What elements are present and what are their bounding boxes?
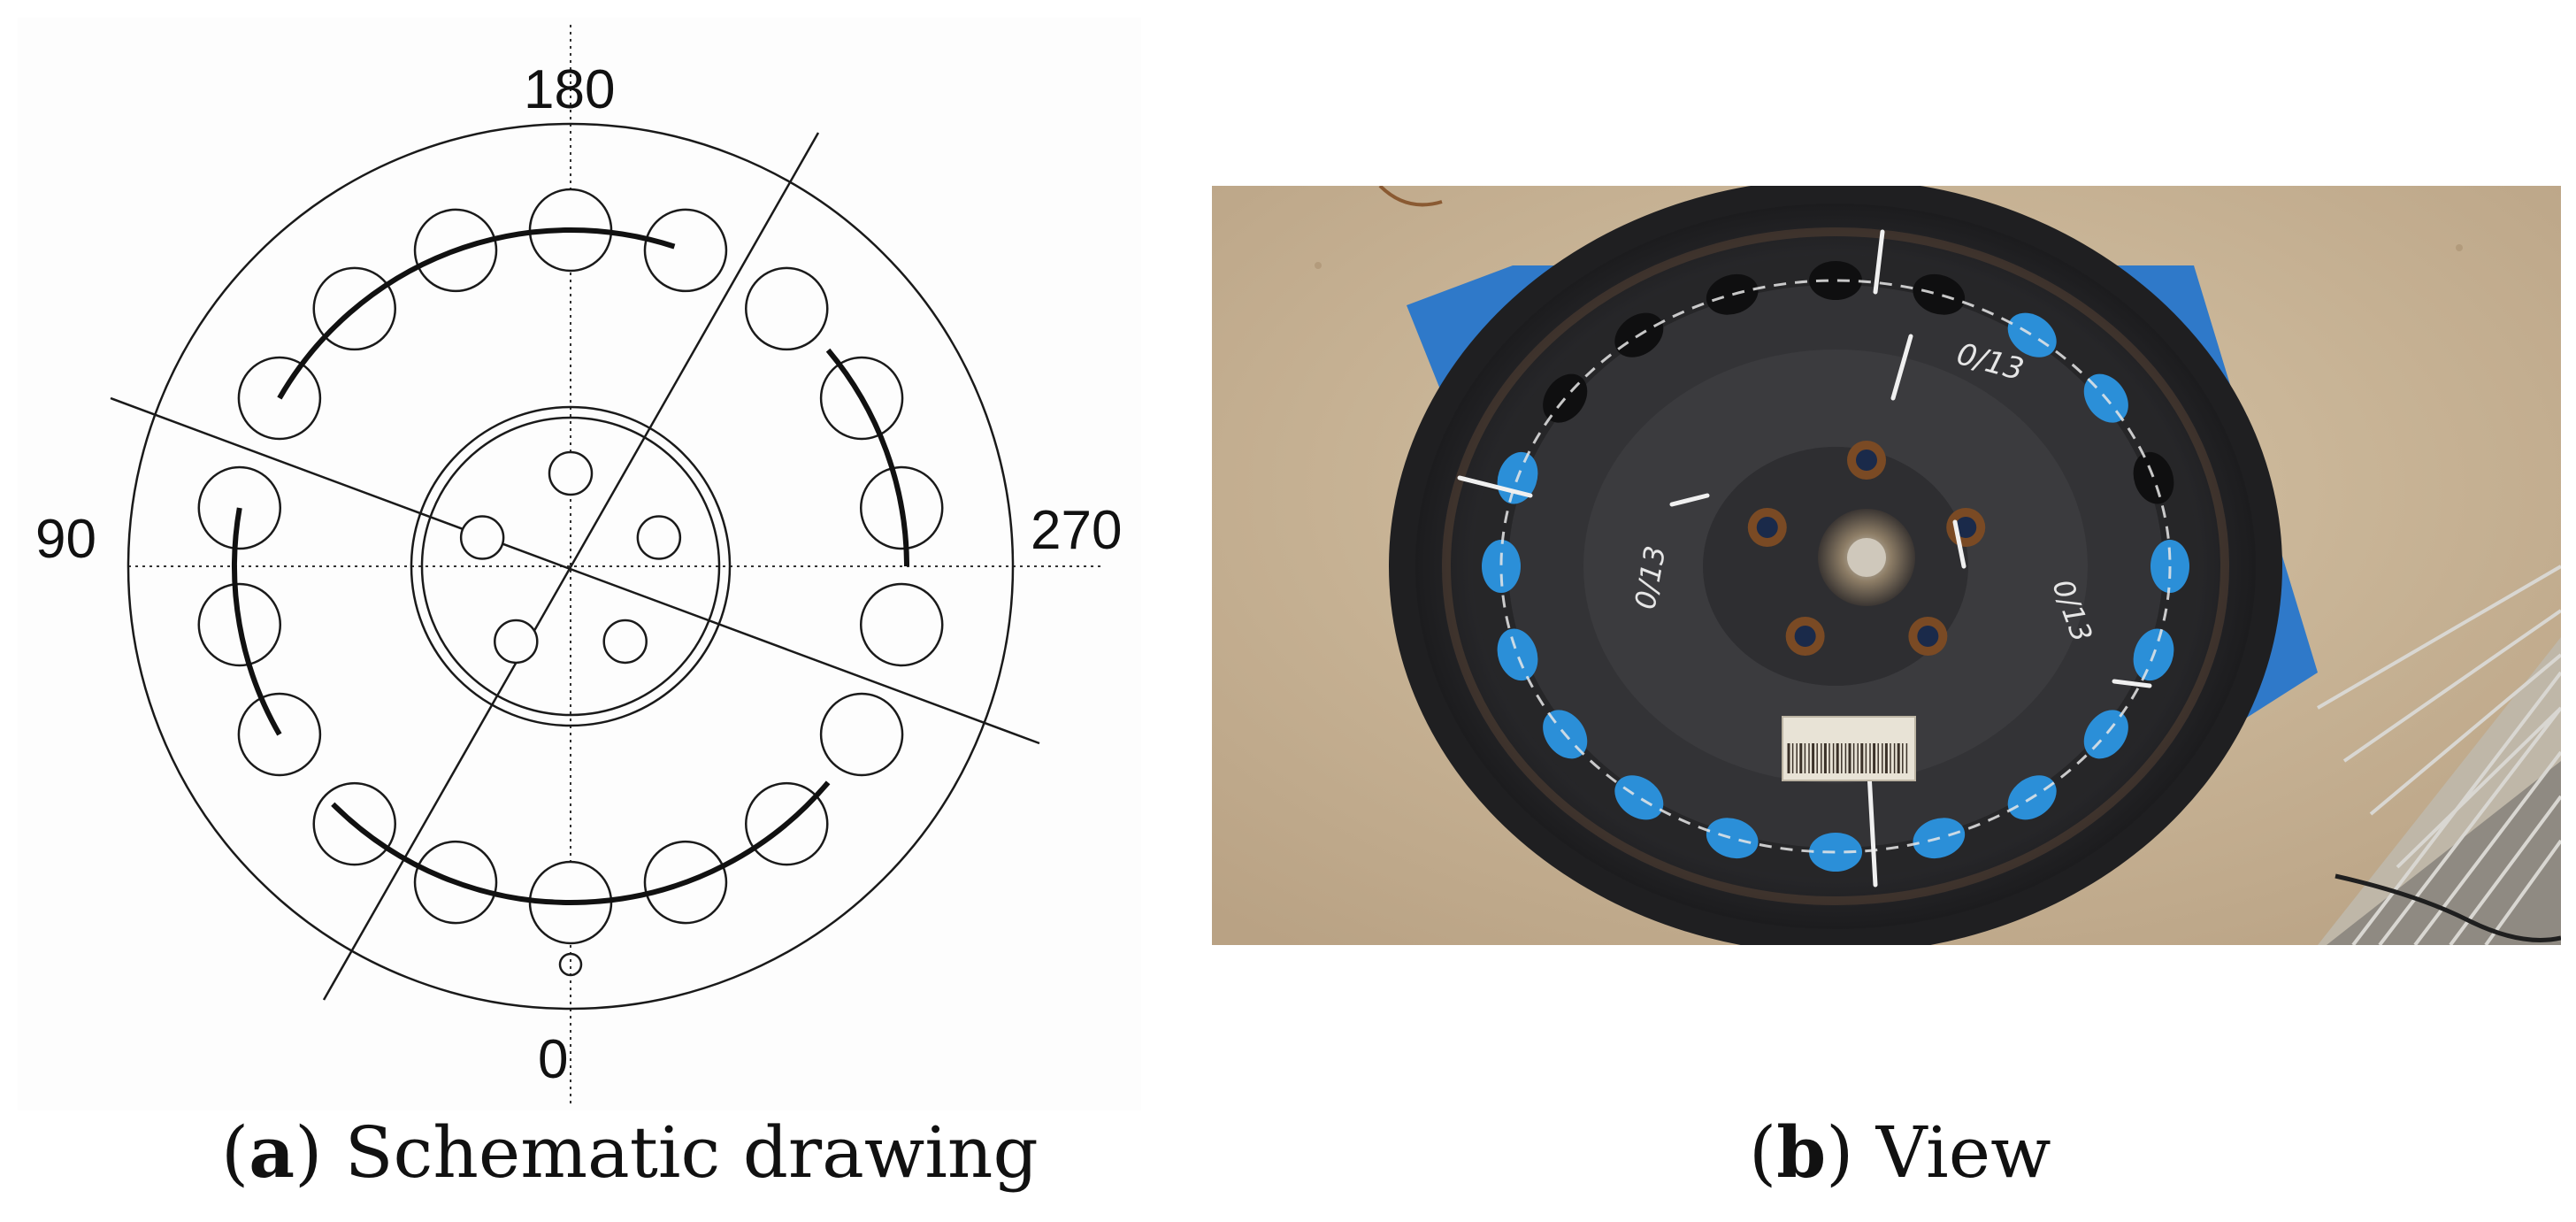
photo-lug-hole xyxy=(1917,625,1939,647)
measurement-arc xyxy=(277,227,676,400)
measurement-arc xyxy=(331,780,831,905)
floor-spot xyxy=(2456,244,2463,251)
barcode-sticker xyxy=(1782,716,1916,781)
caption-a: (a) Schematic drawing xyxy=(221,1117,1039,1188)
caption-a-text: Schematic drawing xyxy=(322,1111,1039,1194)
hub-inner-circle xyxy=(420,416,721,717)
photo-vent xyxy=(1913,273,1966,315)
hub-outer-circle xyxy=(410,405,732,727)
photo-panel: 0/13 0/13 0/13 xyxy=(1177,0,2576,1222)
angle-label-270: 270 xyxy=(1031,500,1122,561)
section-line-1 xyxy=(110,396,1040,745)
vent-hole xyxy=(643,208,728,293)
caption-b: (b) View xyxy=(1749,1117,2051,1188)
photo-vent xyxy=(1706,818,1759,859)
photo-lug-hole xyxy=(1794,625,1816,647)
measurement-arc xyxy=(232,507,282,736)
photo-lug-holes xyxy=(1747,441,1986,656)
floor-spot xyxy=(1315,262,1322,269)
vent-hole xyxy=(819,692,904,777)
angle-label-90: 90 xyxy=(35,509,96,570)
center-bolt xyxy=(1847,538,1886,577)
vent-circle-mark xyxy=(1499,279,2172,854)
angle-label-0: 0 xyxy=(538,1029,568,1090)
caption-a-paren-open: ( xyxy=(221,1111,249,1194)
photo-vent xyxy=(1706,273,1759,315)
photo-vent xyxy=(1614,775,1664,820)
bolt-hole xyxy=(494,619,539,665)
photo-lug-hole xyxy=(1756,517,1778,539)
valve-hole xyxy=(558,952,583,977)
measurement-arcs xyxy=(232,227,909,905)
bolt-hole xyxy=(459,515,505,560)
rim-rust-ring xyxy=(1442,227,2229,905)
bolt-hole xyxy=(548,450,594,496)
schematic-background xyxy=(18,18,1141,1111)
section-line-2 xyxy=(322,132,820,1001)
caption-b-text: View xyxy=(1853,1111,2051,1194)
schematic-drawing: 180 90 270 0 xyxy=(18,18,1141,1111)
caption-a-letter: a xyxy=(249,1111,295,1194)
schematic-panel: 180 90 270 0 xyxy=(0,0,1177,1222)
angle-label-180: 180 xyxy=(524,59,615,120)
wheel-photo: 0/13 0/13 0/13 xyxy=(1212,186,2561,945)
bolt-hole xyxy=(636,515,682,560)
vent-hole xyxy=(859,582,944,667)
caption-b-paren-open: ( xyxy=(1749,1111,1777,1194)
measurement-arc xyxy=(825,348,909,567)
photo-content: 0/13 0/13 0/13 xyxy=(1212,186,2561,945)
vent-hole xyxy=(745,266,829,351)
photo-vent xyxy=(1809,261,1862,300)
caption-b-letter: b xyxy=(1776,1111,1827,1194)
outer-rim-circle xyxy=(126,122,1015,1011)
photo-vent xyxy=(1809,833,1862,872)
cable xyxy=(1378,186,1443,207)
caption-a-paren-close: ) xyxy=(295,1111,323,1194)
photo-vent xyxy=(1497,628,1538,681)
bolt-hole xyxy=(602,619,648,665)
wire-rack xyxy=(2316,565,2561,945)
photo-lug-hole xyxy=(1856,450,1877,471)
photo-vent xyxy=(2007,312,2057,357)
caption-b-paren-close: ) xyxy=(1826,1111,1854,1194)
bolt-holes xyxy=(459,450,682,665)
photo-vent xyxy=(2133,451,2174,504)
photo-vent xyxy=(1482,540,1521,593)
photo-lug-hole xyxy=(1955,517,1977,539)
